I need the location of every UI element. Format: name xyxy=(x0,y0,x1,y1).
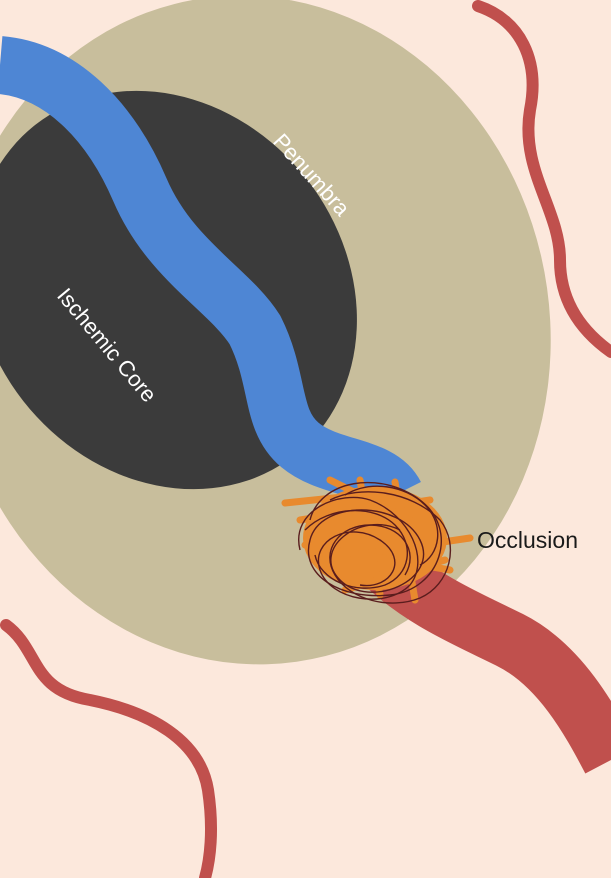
occlusion-label: Occlusion xyxy=(477,527,578,553)
